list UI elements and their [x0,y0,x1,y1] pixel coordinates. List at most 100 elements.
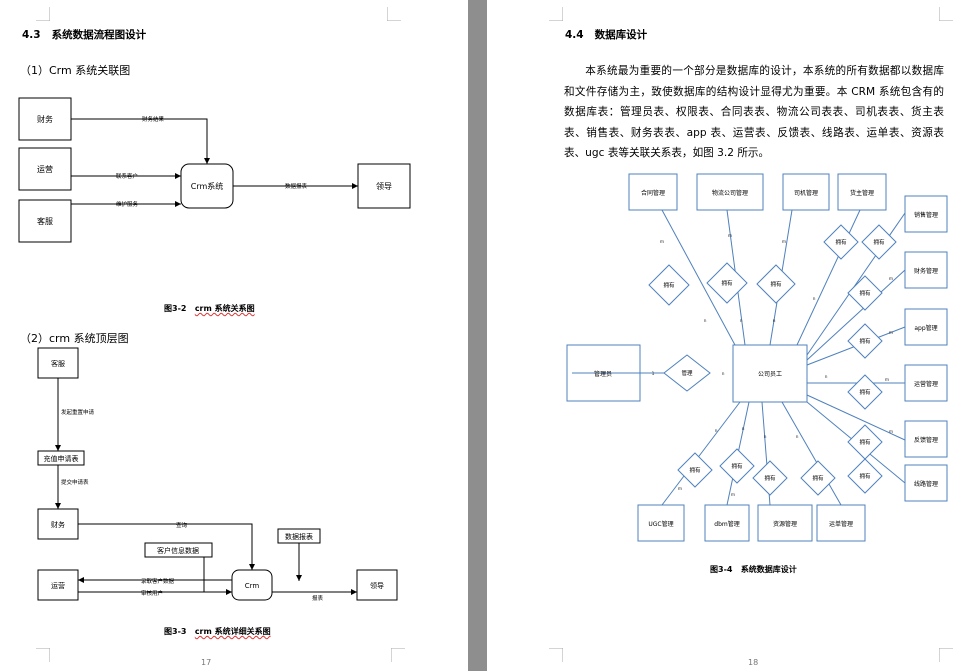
label-waybill: 运单管理 [829,520,853,528]
entity-shipper [837,173,887,211]
card-n-shipper: n [813,297,816,302]
page-left: 4.3 系统数据流程图设计 （1）Crm 系统关联图 财务 运营 客服 Crm系… [0,0,468,671]
flow-query: 查询 [176,521,188,529]
label-finance: 财务 [37,114,53,124]
entity-ops [904,364,948,402]
label-rel-contract: 拥有 [663,281,675,289]
label-service-2: 客服 [51,359,65,368]
entity-contract [628,173,678,211]
rel-own-route [847,458,883,494]
card-n-admin: n [722,372,725,377]
label-leader: 领导 [376,181,392,191]
card-n-resource: n [764,435,767,440]
label-rel-sales: 拥有 [873,238,885,246]
rel-manage [663,354,711,392]
flow-customer-data: 录取客户数据 [141,577,175,585]
rel-own-ugc [677,452,713,488]
label-crm-system: Crm系统 [191,181,224,191]
label-rel-shipper: 拥有 [835,238,847,246]
entity-waybill [816,504,866,542]
label-driver: 司机管理 [794,189,818,197]
entity-feedback [904,420,948,458]
label-contract: 合同管理 [641,189,665,197]
box-recharge-form [37,450,85,466]
label-rel-app: 拥有 [859,337,871,345]
card-m-dbm: m [731,493,735,498]
label-sales: 销售管理 [914,211,938,219]
label-ops: 运营 [37,164,53,174]
label-service: 客服 [37,216,53,226]
label-rel-finance: 拥有 [859,289,871,297]
card-n-ugc: n [715,429,718,434]
label-rel-route: 拥有 [859,472,871,480]
section-heading-4-4: 4.4 数据库设计 [565,29,648,41]
rel-own-waybill [800,460,836,496]
flow-contact-customer: 联系客户 [116,172,138,180]
entity-resource [757,504,813,542]
label-rel-waybill: 拥有 [812,474,824,482]
flow-approve-customer: 审核用户 [141,589,163,597]
label-dbm: dbm管理 [714,520,739,528]
card-m-app: m [889,331,893,336]
caption-figure-3-2: 图3-2 crm 系统关系图 [164,304,255,313]
label-ops: 运营管理 [914,380,938,388]
label-route: 线路管理 [914,480,938,488]
rel-own-ops [847,374,883,410]
page-number-left: 17 [201,658,212,667]
subheading-crm-top-level: （2）crm 系统顶层图 [20,332,129,345]
label-finance-2: 财务 [51,520,65,529]
label-logistics: 物流公司管理 [712,189,748,197]
card-m-contract: m [660,240,664,245]
card-n-logistics: n [740,319,743,324]
entity-dbm [704,504,750,542]
rel-own-sales [861,224,897,260]
label-feedback: 反馈管理 [914,436,938,444]
card-n-dbm: n [742,427,745,432]
label-rel-manage: 管理 [681,369,693,377]
flow-approve: 提交申请表 [61,478,89,486]
card-m-finance: m [889,277,893,282]
rel-own-contract [648,264,690,306]
label-finance: 财务管理 [914,267,938,275]
flow-report-2: 报表 [312,594,324,602]
card-m-driver: m [782,240,786,245]
label-rel-driver: 拥有 [770,280,782,288]
box-ops-2 [37,569,79,601]
card-n-driver: n [773,319,776,324]
label-company-staff: 公司员工 [758,371,782,378]
label-rel-resource: 拥有 [764,474,776,482]
entity-logistics [696,173,764,211]
box-ops [18,147,72,191]
card-m-ops: m [885,378,889,383]
section-heading-4-3: 4.3 系统数据流程图设计 [22,29,147,41]
flow-report: 数据报表 [285,182,308,190]
entity-admin [566,344,641,402]
label-rel-ops: 拥有 [859,388,871,396]
flow-service-cost: 维护服务 [116,200,139,208]
box-customer-info [144,542,213,558]
box-leader-2 [356,569,398,601]
entity-ugc [637,504,685,542]
card-n-waybill: n [796,435,799,440]
rel-own-finance [847,275,883,311]
card-m-ugc: m [678,487,682,492]
entity-company-staff [732,344,808,403]
crm-context-diagram: 财务 运营 客服 Crm系统 领导 财务结果 联系客户 维护服务 数据报表 [18,97,411,243]
label-leader-2: 领导 [370,581,384,590]
card-one: 1 [652,371,655,377]
flow-finance-result: 财务结果 [142,115,165,123]
label-crm-2: Crm [245,582,260,590]
caption-figure-3-3: 图3-3 crm 系统详细关系图 [164,627,271,636]
page-right: 4.4 数据库设计 本系统最为重要的一个部分是数据库的设计，本系统的所有数据都以… [487,0,960,671]
label-ops-2: 运营 [51,581,65,590]
rel-own-app [847,323,883,359]
card-n-ops: n [825,375,828,380]
entity-sales [904,195,948,233]
label-rel-feedback: 拥有 [859,438,871,446]
label-resource: 资源管理 [773,520,797,528]
flow-submit-recharge: 发起重置申请 [61,408,95,416]
label-admin: 管理员 [594,370,612,378]
entity-driver [782,173,830,211]
label-rel-dbm: 拥有 [731,462,743,470]
rel-own-resource [752,460,788,496]
